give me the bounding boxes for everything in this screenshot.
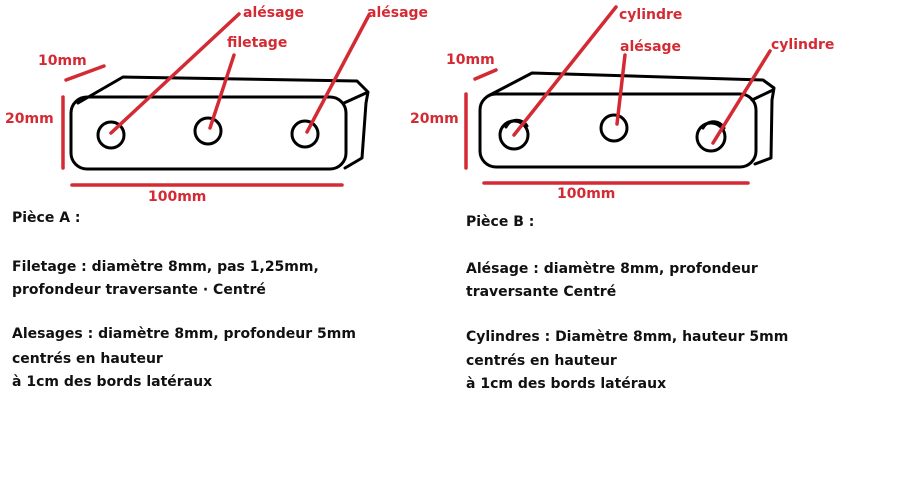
piece-a-title: Pièce A : — [12, 210, 81, 226]
piece-b-body — [478, 71, 776, 169]
piece-b-bore — [599, 113, 629, 143]
piece-b-cylinder-spec-line-1: Cylindres : Diamètre 8mm, hauteur 5mm — [466, 329, 789, 345]
piece-b-front-face — [478, 92, 758, 169]
piece-a-bore-right-label: alésage — [367, 5, 429, 21]
piece-a-bore-left-leader — [109, 12, 241, 135]
piece-b-bore-spec-line-1: Alésage : diamètre 8mm, profondeur — [466, 261, 758, 277]
piece-b-depth-mark — [473, 68, 498, 81]
piece-b-bore-spec-line-2: traversante Centré — [466, 284, 617, 300]
piece-b-cylinder-left-top — [504, 118, 529, 129]
piece-b-bore-label: alésage — [620, 39, 682, 55]
piece-a-body — [69, 75, 370, 171]
piece-a-bore-right — [290, 119, 320, 149]
piece-a-length-label: 100mm — [148, 189, 207, 205]
piece-a-thread-spec-line-1: Filetage : diamètre 8mm, pas 1,25mm, — [12, 259, 319, 275]
piece-b-cylinder-right-label: cylindre — [771, 37, 835, 53]
piece-b-cylinder-left-leader — [512, 5, 618, 137]
piece-b-cylinder-left-label: cylindre — [619, 7, 683, 23]
piece-a-front-face — [69, 95, 348, 171]
piece-a-depth-label: 10mm — [38, 53, 87, 69]
piece-a-bore-left-label: alésage — [243, 5, 305, 21]
piece-a-thread-leader — [208, 53, 236, 130]
piece-a-depth-mark — [64, 64, 106, 82]
piece-a-bore-right-leader — [305, 13, 371, 134]
piece-a-thread-spec-line-2: profondeur traversante · Centré — [12, 282, 266, 298]
piece-a-corner-edge — [342, 91, 368, 105]
piece-b-height-label: 20mm — [410, 111, 459, 127]
piece-b-depth-label: 10mm — [446, 52, 495, 68]
piece-a-drawing — [61, 12, 371, 187]
piece-a-thread-label: filetage — [227, 35, 288, 51]
piece-b-top-edge — [486, 71, 776, 166]
piece-b-cylinder-spec-line-3: à 1cm des bords latéraux — [466, 376, 667, 392]
piece-b-bore-leader — [615, 53, 627, 126]
piece-a-bore-left — [96, 120, 126, 150]
piece-a-bore-spec-line-1: Alesages : diamètre 8mm, profondeur 5mm — [12, 326, 356, 342]
piece-b-corner-edge — [750, 88, 775, 102]
piece-b-title: Pièce B : — [466, 214, 535, 230]
piece-a-bore-spec-line-2: centrés en hauteur — [12, 351, 163, 367]
piece-a-top-edge — [76, 75, 370, 170]
piece-b-cylinder-right-leader — [711, 49, 772, 145]
piece-b-length-label: 100mm — [557, 186, 616, 202]
piece-a-height-label: 20mm — [5, 111, 54, 127]
piece-b-drawing — [464, 5, 776, 185]
piece-b-cylinder-spec-line-2: centrés en hauteur — [466, 353, 617, 369]
piece-a-bore-spec-line-3: à 1cm des bords latéraux — [12, 374, 213, 390]
piece-a-thread-hole — [193, 116, 223, 146]
